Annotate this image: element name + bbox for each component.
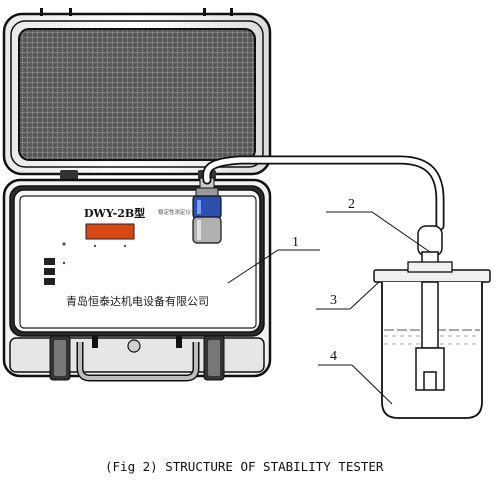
latch	[127, 339, 141, 353]
probe-connector	[192, 177, 222, 244]
panel-subtitle: 稳定性测定仪	[158, 208, 192, 216]
control-button[interactable]	[44, 278, 55, 285]
indicator-dot	[62, 242, 66, 246]
case-lid	[2, 8, 272, 180]
callout-number: 2	[348, 197, 355, 212]
digital-display	[85, 223, 135, 240]
figure-caption: (Fig 2) STRUCTURE OF STABILITY TESTER	[105, 459, 384, 474]
callout-2: 2	[326, 197, 431, 253]
control-button[interactable]	[44, 268, 55, 275]
carry-handle	[49, 335, 225, 382]
callout-3: 3	[316, 281, 380, 310]
indicator-dot	[123, 244, 127, 248]
lid-mesh-panel	[18, 28, 256, 161]
control-button[interactable]	[44, 258, 55, 265]
callout-4: 4	[318, 349, 393, 405]
indicator-dot	[93, 244, 97, 248]
callout-1: 1	[227, 235, 320, 284]
callout-number: 3	[330, 293, 337, 308]
manufacturer-name: 青岛恒泰达机电设备有限公司	[66, 294, 209, 308]
callout-number: 1	[292, 235, 299, 250]
model-label: DWY-2B型	[84, 206, 145, 220]
callout-number: 4	[330, 349, 337, 364]
